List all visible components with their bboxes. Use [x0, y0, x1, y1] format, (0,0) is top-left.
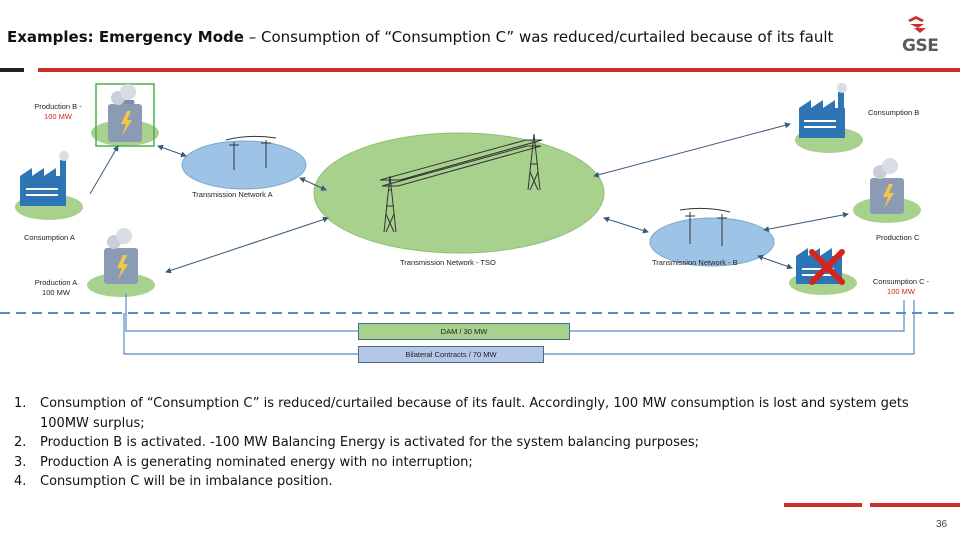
arrow-prod-a-to-tso	[165, 216, 329, 274]
transmission-b-poles	[679, 207, 731, 246]
title-rest: – Consumption of “Consumption C” was red…	[243, 28, 834, 46]
step-number-4: 4.	[14, 474, 27, 489]
page-title: Examples: Emergency Mode – Consumption o…	[7, 28, 833, 46]
tso-towers-icon	[379, 133, 543, 233]
step-item-4: 4. Consumption C will be in imbalance pos…	[14, 472, 914, 492]
step-item-2: 2. Production B is activated. -100 MW Bal…	[14, 433, 914, 453]
transmission-network-b-ellipse	[649, 217, 775, 267]
step-text-1: Consumption of “Consumption C” is reduce…	[40, 396, 909, 431]
step-text-4: Consumption C will be in imbalance posit…	[40, 474, 333, 489]
title-bold: Examples: Emergency Mode	[7, 28, 244, 46]
step-number-3: 3.	[14, 454, 27, 470]
arrow-tso-to-cons-b	[593, 122, 791, 178]
step-text-2: Production B is activated. -100 MW Balan…	[40, 435, 699, 450]
header-divider-red	[38, 68, 960, 72]
consumption-a-factory-icon	[20, 151, 69, 206]
arrow-net-b-to-cons-c	[757, 254, 793, 270]
step-number-2: 2.	[14, 435, 27, 450]
arrow-prod-b-to-net-a	[157, 144, 187, 158]
production-b-value: 100 MW	[44, 112, 72, 121]
transmission-network-a-ellipse	[181, 140, 307, 190]
step-text-3: Production A is generating nominated ene…	[40, 454, 473, 470]
connection-arrows	[89, 122, 849, 274]
transmission-network-b-label: Transmission Network - B	[652, 258, 738, 267]
arrow-tso-to-net-b	[603, 216, 649, 234]
consumption-c-value: 100 MW	[887, 287, 915, 296]
step-item-3: 3. Production A is generating nominated e…	[14, 453, 914, 473]
step-number-1: 1.	[14, 396, 27, 411]
transmission-a-poles	[225, 135, 277, 170]
production-b-name: Production B -	[34, 102, 82, 111]
steps-list: 1. Consumption of “Consumption C” is redu…	[14, 394, 914, 492]
logo-text: GSE	[902, 36, 939, 56]
arrow-net-b-to-prod-c	[763, 211, 849, 233]
tso-ellipse	[313, 132, 605, 254]
page-number: 36	[936, 519, 948, 530]
production-b-power-plant-icon	[108, 84, 142, 142]
tso-label: Transmission Network - TSO	[400, 258, 496, 267]
bilateral-contracts-box: Bilateral Contracts / 70 MW	[358, 346, 544, 363]
footer-bar-right	[870, 503, 960, 507]
logo-mark-icon	[908, 16, 926, 33]
consumption-b-label: Consumption B	[868, 108, 920, 117]
production-a-value: 100 MW	[42, 288, 70, 297]
consumption-b-factory-icon	[799, 83, 847, 138]
consumption-c-name: Consumption C -	[872, 277, 930, 286]
transmission-network-a-label: Transmission Network A	[192, 190, 273, 199]
arrow-net-a-to-tso	[299, 177, 327, 191]
consumption-c-label: Consumption C - 100 MW	[868, 277, 934, 297]
production-a-power-plant-icon	[104, 228, 138, 284]
production-b-label: Production B - 100 MW	[30, 102, 86, 122]
gse-logo: GSE	[898, 14, 948, 58]
production-a-name: Production A	[34, 278, 78, 287]
step-item-1: 1. Consumption of “Consumption C” is redu…	[14, 394, 914, 433]
footer-bar-left	[784, 503, 862, 507]
dam-box: DAM / 30 MW	[358, 323, 570, 340]
consumption-a-label: Consumption A	[24, 233, 75, 242]
production-b-highlight	[95, 83, 155, 147]
production-a-label: Production A 100 MW	[32, 278, 80, 298]
diagram-canvas	[0, 83, 960, 355]
fault-cross-icon	[809, 249, 845, 285]
production-c-label: Production C	[876, 233, 920, 242]
market-connectors	[123, 294, 915, 355]
production-c-power-plant-icon	[870, 158, 904, 214]
header-divider-black	[0, 68, 24, 72]
arrow-cons-a-to-net-a	[89, 145, 119, 195]
